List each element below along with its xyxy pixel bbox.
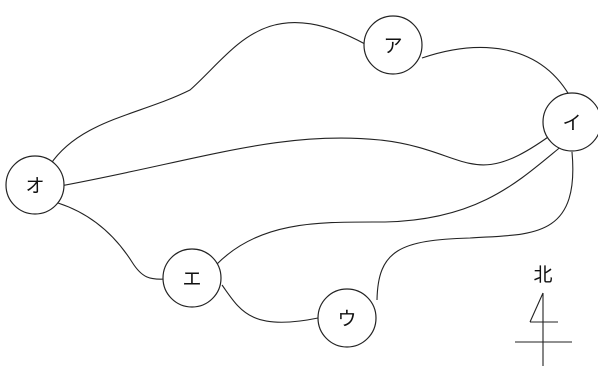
node-u: ウ bbox=[317, 288, 377, 348]
edge-o-i bbox=[59, 131, 556, 187]
edge-e-u bbox=[221, 284, 319, 323]
compass-label: 北 bbox=[533, 264, 552, 286]
north-compass: 北 bbox=[515, 264, 572, 366]
node-u-label: ウ bbox=[337, 308, 356, 330]
edges bbox=[49, 22, 574, 323]
node-e: エ bbox=[162, 248, 222, 308]
node-u-circle bbox=[317, 288, 377, 348]
node-i-circle bbox=[542, 92, 598, 152]
node-e-circle bbox=[162, 248, 222, 308]
compass-arrow-head bbox=[529, 292, 544, 323]
node-o-circle bbox=[5, 155, 65, 215]
node-a-label: ア bbox=[383, 35, 402, 57]
edge-a-i bbox=[421, 46, 573, 101]
edge-e-i bbox=[215, 144, 564, 266]
edge-o-e bbox=[57, 202, 167, 280]
edge-u-i bbox=[376, 151, 574, 301]
node-a-circle bbox=[363, 15, 423, 75]
node-o-label: オ bbox=[25, 175, 44, 197]
node-i: イ bbox=[542, 92, 598, 152]
edge-o-a bbox=[49, 22, 366, 166]
node-a: ア bbox=[363, 15, 423, 75]
node-i-label: イ bbox=[562, 112, 581, 134]
node-e-label: エ bbox=[182, 268, 201, 290]
node-o: オ bbox=[5, 155, 65, 215]
